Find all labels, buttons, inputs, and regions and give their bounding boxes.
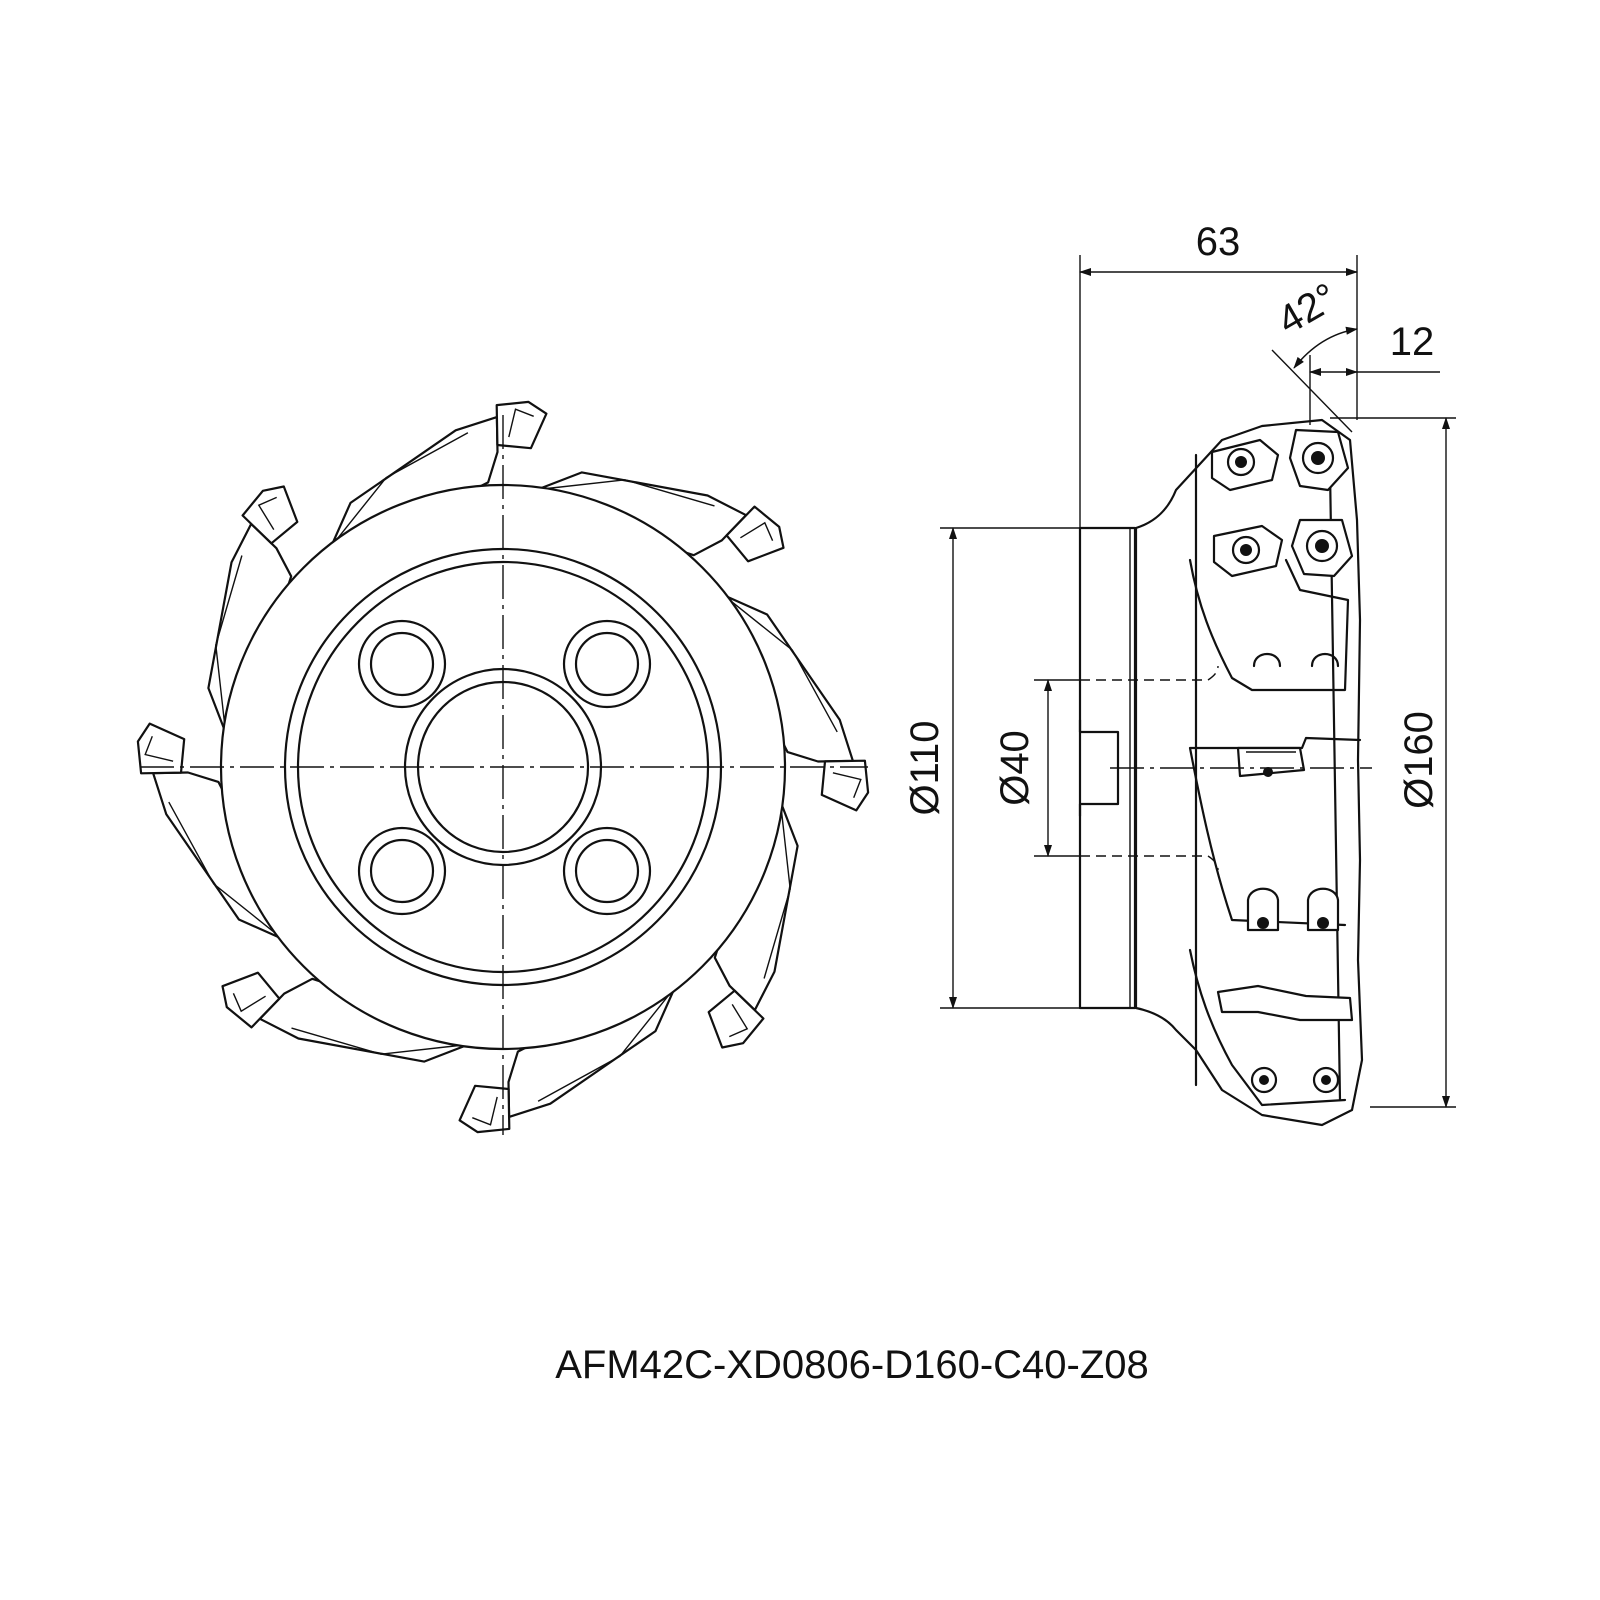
chip-pocket-bottom — [1188, 948, 1347, 1107]
mounting-hole-top-left — [357, 619, 447, 709]
dim-label-insert-height: 12 — [1390, 320, 1435, 364]
dim-label-lead-angle: 42° — [1270, 275, 1344, 343]
insert-middle — [1236, 746, 1306, 778]
mounting-hole-top-right — [562, 619, 652, 709]
side-view — [1078, 418, 1372, 1127]
dim-arc-42 — [1293, 326, 1358, 369]
part-number: AFM42C-XD0806-D160-C40-Z08 — [555, 1343, 1149, 1387]
dim-label-cutter-diameter: Ø160 — [1397, 711, 1441, 809]
mounting-hole-bottom-left — [357, 826, 447, 916]
pocket-bump-2 — [1310, 652, 1340, 668]
insert-bottom — [1216, 984, 1354, 1094]
insert-top-upper — [1210, 428, 1350, 492]
mounting-hole-bottom-right — [562, 826, 652, 916]
insert-top-lower — [1212, 518, 1354, 578]
insert-lower — [1246, 887, 1340, 932]
dim-label-body-diameter: Ø110 — [903, 721, 947, 816]
mounting-holes — [357, 619, 652, 916]
dim-label-bore-diameter: Ø40 — [993, 730, 1037, 806]
chip-pocket-top — [1188, 558, 1350, 692]
pocket-bump-1 — [1252, 652, 1282, 668]
ext-line-42-angle — [1271, 349, 1353, 433]
dim-label-length: 63 — [1196, 220, 1241, 264]
front-view — [136, 400, 870, 1135]
